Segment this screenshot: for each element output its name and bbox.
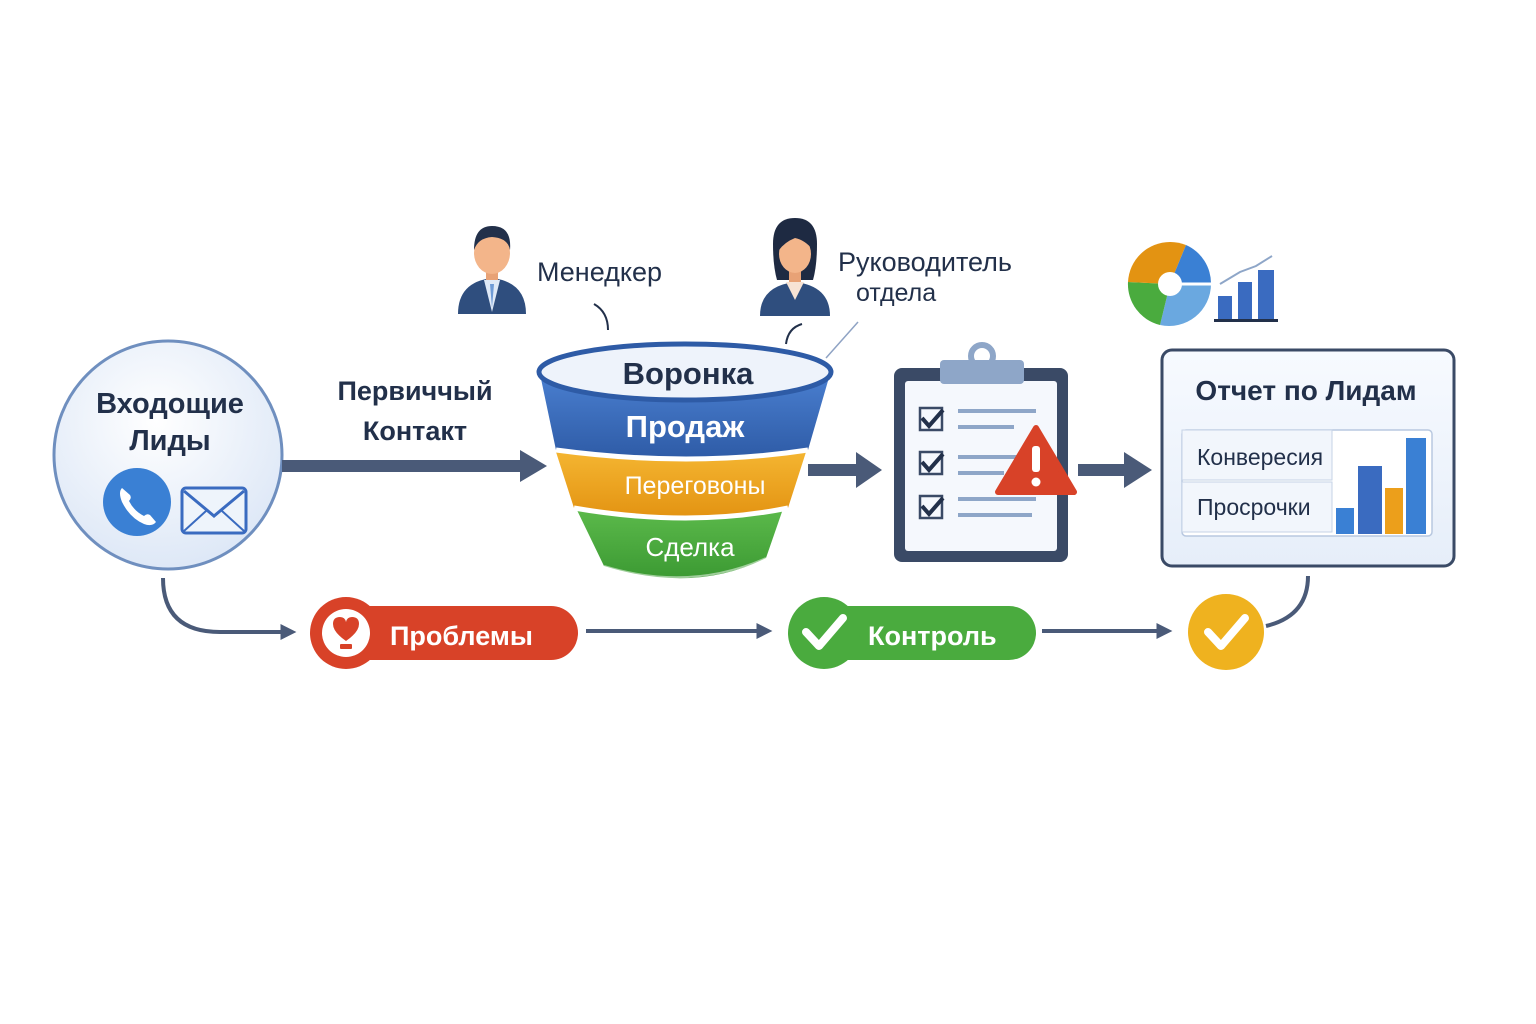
- funnel-stage-deal: [575, 506, 784, 579]
- head-connector: [785, 323, 803, 345]
- lead-report-panel: Отчет по Лидам Конвересия Просрочки: [1160, 348, 1456, 568]
- arrow-to-report: [1078, 452, 1152, 488]
- bar-chart-icon: [1214, 255, 1278, 322]
- report-bar-chart-icon: [1336, 438, 1426, 534]
- control-pill: Контроль: [788, 597, 1036, 669]
- head-label-line2: отдела: [856, 279, 936, 307]
- report-row-overdue: Просрочки: [1197, 494, 1311, 520]
- first-contact-label-line2: Контакт: [363, 416, 467, 446]
- manager-avatar-icon: [458, 226, 526, 314]
- funnel-stage2-label: Продаж: [626, 409, 746, 444]
- manager-label: Менедкер: [537, 257, 662, 287]
- arrow-to-checklist: [808, 452, 882, 488]
- checkmark-icon: [802, 614, 847, 650]
- problems-pill: Проблемы: [310, 597, 578, 669]
- incoming-leads-node: Входощие Лиды: [52, 339, 284, 571]
- report-to-done-connector: [1265, 575, 1310, 628]
- incoming-leads-title-line1: Входощие: [96, 388, 244, 420]
- head-connector-thin: [825, 321, 859, 359]
- first-contact-label-line1: Первиччый: [337, 376, 492, 406]
- head-avatar-icon: [760, 218, 830, 316]
- heart-bulb-icon: [333, 617, 359, 649]
- arrow-to-funnel: [282, 450, 547, 482]
- warning-icon: [995, 425, 1077, 495]
- control-label: Контроль: [868, 621, 997, 651]
- arrow-to-problems: [161, 577, 297, 640]
- envelope-icon: [180, 486, 248, 535]
- head-label-line1: Руководитель: [838, 247, 1012, 277]
- report-row-conversion: Конвересия: [1197, 444, 1323, 470]
- manager-connector: [593, 303, 609, 331]
- incoming-leads-title-line2: Лиды: [129, 425, 210, 457]
- funnel-stage3-label: Переговоны: [625, 472, 766, 500]
- funnel-stage4-label: Сделка: [645, 532, 735, 562]
- funnel-stage-negotiations: [556, 452, 806, 518]
- report-title: Отчет по Лидам: [1195, 375, 1416, 406]
- sales-funnel: Воронка Продаж Переговоны Сделка: [536, 341, 834, 579]
- funnel-stage1-label: Воронка: [623, 356, 754, 391]
- clipboard-checklist-icon: [894, 342, 1077, 562]
- phone-icon: [103, 468, 171, 536]
- check-item-2: [918, 450, 1018, 476]
- pie-chart-icon: [1127, 241, 1212, 326]
- check-item-1: [918, 406, 1036, 432]
- check-item-3: [918, 494, 1036, 520]
- done-check-icon: [1188, 594, 1264, 670]
- problems-label: Проблемы: [390, 621, 533, 651]
